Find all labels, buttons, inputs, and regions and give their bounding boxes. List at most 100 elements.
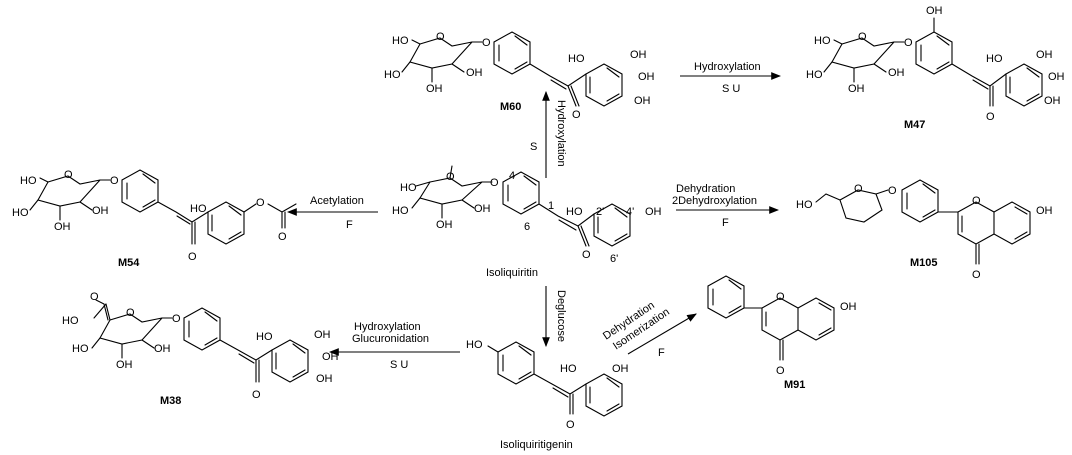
arrow-to-m54: Acetylation F: [286, 195, 378, 231]
svg-text:2Dehydroxylation: 2Dehydroxylation: [672, 195, 757, 207]
svg-text:HO: HO: [384, 69, 401, 81]
compound-m105: O HO O O O OH M105: [796, 179, 1053, 281]
svg-text:O: O: [188, 251, 197, 263]
svg-text:O: O: [972, 269, 981, 281]
svg-text:OH: OH: [634, 95, 651, 107]
svg-text:HO: HO: [814, 35, 831, 47]
svg-text:OH: OH: [1044, 95, 1061, 107]
svg-text:O: O: [972, 195, 981, 207]
svg-text:Glucuronidation: Glucuronidation: [352, 333, 429, 345]
compound-m54: O HO HO OH OH O O HO O O M54: [12, 169, 297, 269]
svg-text:O: O: [126, 307, 135, 319]
svg-text:Hydroxylation: Hydroxylation: [354, 321, 421, 333]
svg-text:O: O: [582, 249, 591, 261]
svg-text:F: F: [722, 217, 729, 229]
svg-text:S U: S U: [722, 83, 740, 95]
m38-label: M38: [160, 395, 181, 407]
svg-text:HO: HO: [392, 205, 409, 217]
arrow-to-m47: Hydroxylation S U: [680, 61, 782, 95]
svg-text:O: O: [904, 37, 913, 49]
svg-text:OH: OH: [322, 351, 339, 363]
svg-text:O: O: [64, 169, 73, 181]
svg-text:O: O: [256, 197, 265, 209]
svg-text:OH: OH: [316, 373, 333, 385]
svg-text:F: F: [658, 347, 665, 359]
arrow-to-m91: Dehydration Isomerization F: [601, 299, 697, 359]
m91-label: M91: [784, 379, 805, 391]
svg-text:4: 4: [509, 170, 515, 182]
svg-text:O: O: [278, 231, 287, 243]
svg-text:HO: HO: [796, 199, 813, 211]
compound-m91: O O OH M91: [707, 275, 857, 391]
svg-text:OH: OH: [1036, 205, 1053, 217]
svg-text:OH: OH: [888, 67, 905, 79]
svg-text:2': 2': [596, 206, 604, 218]
svg-text:HO: HO: [62, 315, 79, 327]
svg-text:Dehydration: Dehydration: [676, 183, 735, 195]
svg-text:OH: OH: [116, 359, 133, 371]
svg-text:OH: OH: [1036, 49, 1053, 61]
svg-text:1: 1: [548, 200, 554, 212]
svg-text:S: S: [530, 141, 537, 153]
svg-text:OH: OH: [54, 221, 71, 233]
m47-label: M47: [904, 119, 925, 131]
svg-text:F: F: [346, 219, 353, 231]
svg-text:O: O: [858, 31, 867, 43]
rxn-label-deglucose: Deglucose: [555, 290, 567, 342]
svg-text:O: O: [172, 313, 181, 325]
svg-text:S U: S U: [390, 359, 408, 371]
svg-text:6: 6: [524, 221, 530, 233]
svg-text:OH: OH: [474, 203, 491, 215]
svg-text:HO: HO: [12, 207, 29, 219]
arrow-to-isoliquiritigenin: Deglucose: [542, 286, 567, 348]
svg-text:OH: OH: [314, 329, 331, 341]
svg-text:OH: OH: [638, 71, 655, 83]
svg-text:O: O: [436, 31, 445, 43]
svg-text:O: O: [776, 291, 785, 303]
compound-m60: O HO HO OH OH O O HO OH OH OH M60: [384, 31, 655, 121]
svg-text:O: O: [854, 183, 863, 195]
compound-isoliquiritigenin: HO O HO OH Isoliquiritigenin: [466, 339, 629, 451]
arrow-to-m105: Dehydration 2Dehydroxylation F: [672, 183, 780, 229]
svg-text:O: O: [490, 177, 499, 189]
m105-label: M105: [910, 257, 938, 269]
svg-text:HO: HO: [72, 343, 89, 355]
svg-text:OH: OH: [1048, 71, 1065, 83]
svg-text:O: O: [566, 419, 575, 431]
m54-label: M54: [118, 257, 140, 269]
svg-text:HO: HO: [806, 69, 823, 81]
svg-text:6': 6': [610, 253, 618, 265]
svg-text:HO: HO: [568, 53, 585, 65]
svg-text:OH: OH: [154, 343, 171, 355]
svg-text:O: O: [572, 109, 581, 121]
isoliquiritigenin-label: Isoliquiritigenin: [500, 439, 573, 451]
compound-m47: O HO HO OH OH O OH O HO OH OH OH M47: [806, 5, 1065, 131]
svg-text:OH: OH: [630, 49, 647, 61]
svg-text:O: O: [90, 291, 99, 303]
svg-text:O: O: [446, 171, 455, 183]
svg-text:HO: HO: [466, 339, 483, 351]
svg-text:OH: OH: [436, 219, 453, 231]
arrow-to-m38: Hydroxylation Glucuronidation S U: [328, 321, 460, 371]
svg-text:O: O: [776, 365, 785, 377]
rxn-label-m60: Hydroxylation: [555, 100, 567, 167]
svg-text:O: O: [482, 37, 491, 49]
svg-text:OH: OH: [645, 206, 662, 218]
svg-text:HO: HO: [190, 203, 207, 215]
compound-m38: O O HO HO OH OH O O HO OH OH OH M38: [62, 291, 339, 407]
compound-isoliquiritin: O HO HO OH OH O 4 1 6 O HO 2' 4' OH 6' I…: [392, 165, 662, 279]
svg-text:OH: OH: [612, 363, 629, 375]
svg-text:4': 4': [626, 206, 634, 218]
svg-text:Hydroxylation: Hydroxylation: [694, 61, 761, 73]
svg-text:O: O: [110, 175, 119, 187]
svg-text:OH: OH: [926, 5, 943, 17]
svg-text:OH: OH: [848, 83, 865, 95]
svg-text:HO: HO: [566, 206, 583, 218]
m60-label: M60: [500, 101, 521, 113]
svg-text:HO: HO: [400, 182, 417, 194]
isoliquiritin-label: Isoliquiritin: [486, 267, 538, 279]
svg-text:HO: HO: [560, 363, 577, 375]
svg-text:HO: HO: [256, 331, 273, 343]
svg-text:O: O: [986, 111, 995, 123]
